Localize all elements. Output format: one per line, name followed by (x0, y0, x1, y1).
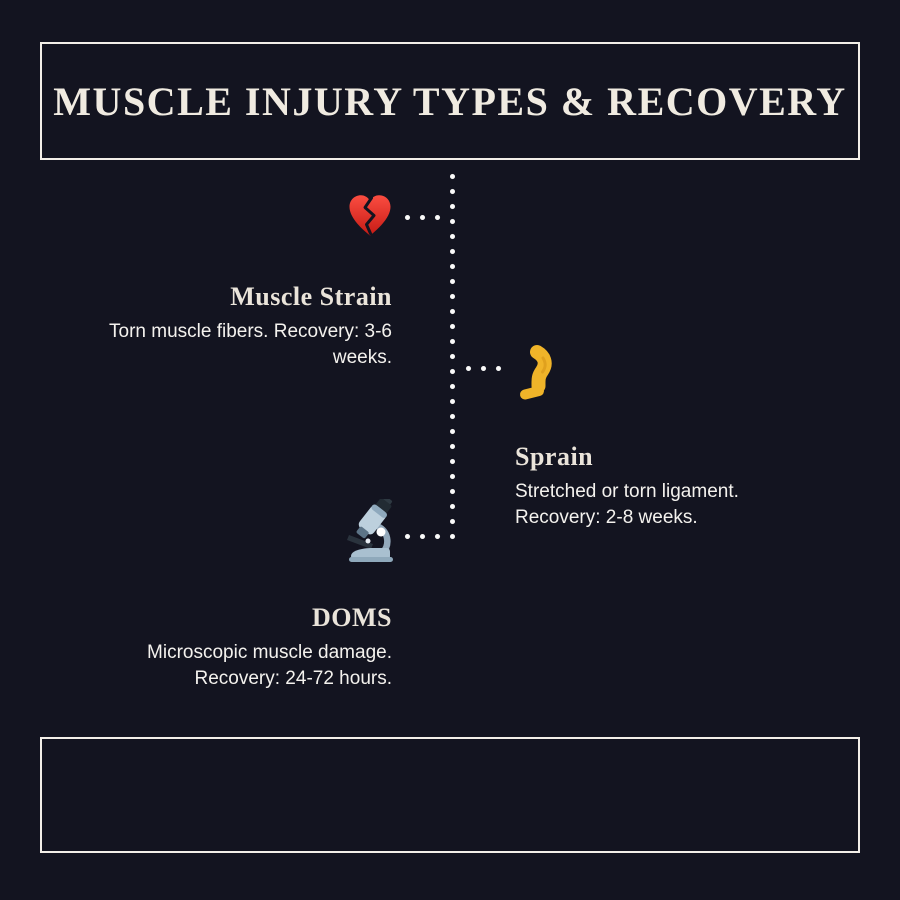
timeline-entry-sprain: Sprain Stretched or torn ligament. Recov… (515, 440, 805, 531)
timeline-connector-muscle-strain (400, 215, 445, 220)
page-title: MUSCLE INJURY TYPES & RECOVERY (53, 78, 847, 124)
title-box: MUSCLE INJURY TYPES & RECOVERY (40, 42, 860, 160)
entry-description-muscle-strain: Torn muscle fibers. Recovery: 3-6 weeks. (109, 321, 392, 368)
entry-heading-doms: DOMS (312, 603, 392, 632)
timeline-entry-muscle-strain: Muscle Strain Torn muscle fibers. Recove… (52, 280, 392, 371)
timeline-connector-sprain (461, 366, 506, 371)
entry-description-doms: Microscopic muscle damage. Recovery: 24-… (147, 642, 392, 689)
leg-icon (516, 344, 558, 407)
footer-box (40, 737, 860, 853)
microscope-icon (343, 496, 397, 568)
entry-heading-sprain: Sprain (515, 442, 594, 471)
timeline-entry-doms: DOMS Microscopic muscle damage. Recovery… (80, 601, 392, 692)
broken-heart-icon (346, 192, 394, 245)
timeline-vertical-dotted-line (450, 169, 455, 545)
entry-heading-muscle-strain: Muscle Strain (230, 282, 392, 311)
entry-description-sprain: Stretched or torn ligament. Recovery: 2-… (515, 481, 739, 528)
timeline-connector-doms (400, 534, 445, 539)
